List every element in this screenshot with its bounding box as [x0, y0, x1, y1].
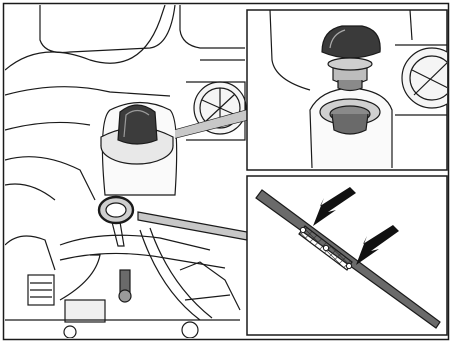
inset-cap [247, 10, 452, 170]
inset-dipstick [247, 176, 447, 335]
